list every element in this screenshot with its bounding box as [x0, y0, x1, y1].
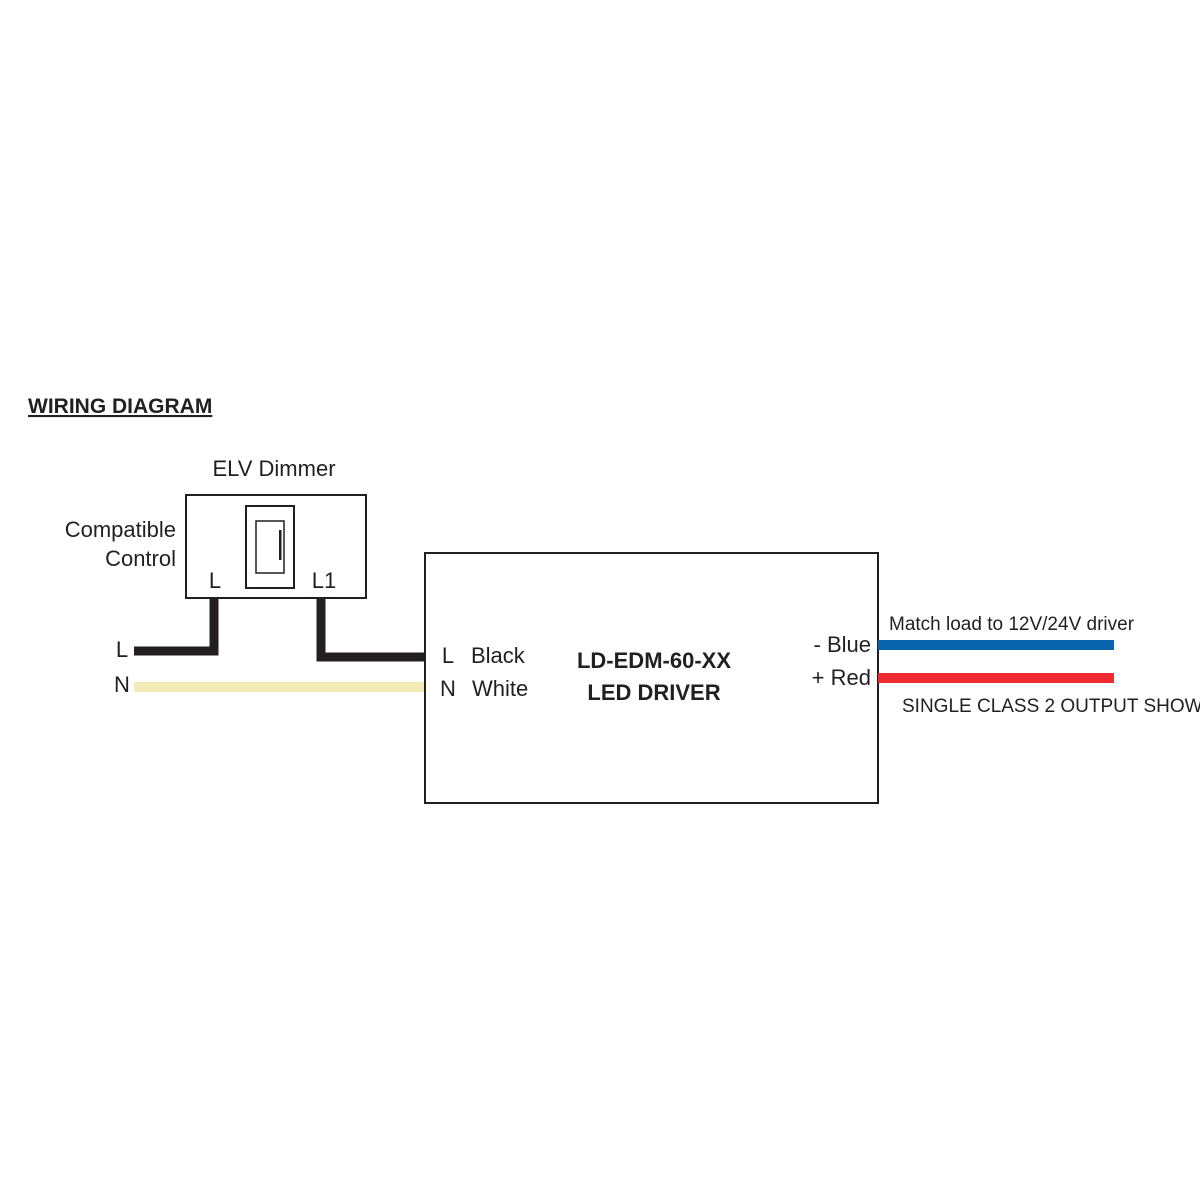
driver-out-positive: + Red	[812, 665, 871, 690]
driver-in-neutral-color: White	[472, 676, 528, 701]
line-wire-to-dimmer	[134, 598, 219, 656]
driver-out-negative: - Blue	[814, 632, 871, 657]
dimmer-side-label-1: Compatible	[65, 517, 176, 542]
dimmer-side-label-2: Control	[105, 546, 176, 571]
input-neutral-label: N	[114, 672, 130, 697]
input-line-label: L	[116, 637, 128, 662]
dimmer-to-driver-wire	[316, 598, 426, 662]
driver-in-neutral-terminal: N	[440, 676, 456, 701]
dimmer-heading: ELV Dimmer	[212, 456, 335, 481]
output-shown-note: SINGLE CLASS 2 OUTPUT SHOWN	[902, 696, 1200, 717]
diagram-title: WIRING DIAGRAM	[28, 395, 212, 418]
dimmer-terminal-l: L	[209, 568, 221, 593]
driver-in-line-color: Black	[471, 643, 526, 668]
output-match-note: Match load to 12V/24V driver	[889, 614, 1135, 635]
driver-in-line-terminal: L	[442, 643, 454, 668]
driver-name: LED DRIVER	[587, 680, 720, 705]
dimmer-slider-track	[279, 530, 282, 560]
dimmer-terminal-l1: L1	[312, 568, 336, 593]
driver-model: LD-EDM-60-XX	[577, 648, 731, 673]
